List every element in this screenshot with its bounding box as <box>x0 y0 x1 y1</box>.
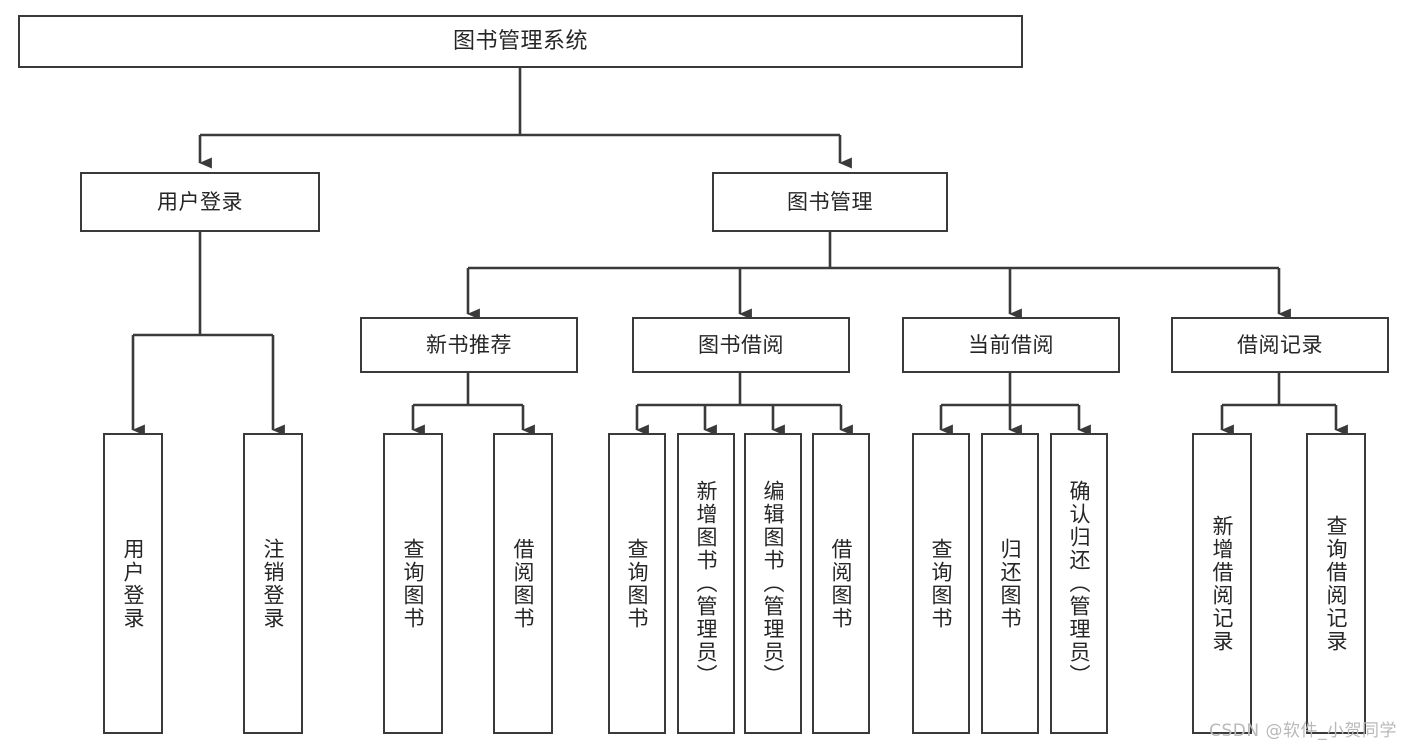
leaf-return-book-label: 归还图书 <box>998 537 1023 630</box>
node-current-borrow-label: 当前借阅 <box>968 332 1054 357</box>
csdn-watermark: CSDN @软件_小贺同学 <box>1209 721 1397 741</box>
leaf-query-book-3[interactable]: 查询图书 <box>912 433 970 734</box>
node-book-manage[interactable]: 图书管理 <box>712 172 948 232</box>
leaf-query-record-label: 查询借阅记录 <box>1324 514 1349 653</box>
node-user-login[interactable]: 用户登录 <box>80 172 320 232</box>
leaf-query-book-1[interactable]: 查询图书 <box>383 433 443 734</box>
leaf-borrow-book-2[interactable]: 借阅图书 <box>812 433 870 734</box>
leaf-add-record-label: 新增借阅记录 <box>1210 514 1235 653</box>
leaf-user-login[interactable]: 用户登录 <box>103 433 163 734</box>
leaf-borrow-book-2-label: 借阅图书 <box>829 537 854 630</box>
leaf-query-record[interactable]: 查询借阅记录 <box>1306 433 1366 734</box>
leaf-edit-book-label: 编辑图书（管理员） <box>761 480 786 687</box>
node-borrow-record[interactable]: 借阅记录 <box>1171 317 1389 373</box>
node-current-borrow[interactable]: 当前借阅 <box>902 317 1120 373</box>
node-user-login-label: 用户登录 <box>157 189 243 214</box>
leaf-confirm-return-label: 确认归还（管理员） <box>1067 480 1092 687</box>
leaf-borrow-book-1[interactable]: 借阅图书 <box>493 433 553 734</box>
leaf-borrow-book-1-label: 借阅图书 <box>511 537 536 630</box>
leaf-logout[interactable]: 注销登录 <box>243 433 303 734</box>
node-book-manage-label: 图书管理 <box>787 189 873 214</box>
node-new-book-recommend[interactable]: 新书推荐 <box>360 317 578 373</box>
node-root-label: 图书管理系统 <box>452 28 588 54</box>
leaf-add-book[interactable]: 新增图书（管理员） <box>677 433 735 734</box>
leaf-return-book[interactable]: 归还图书 <box>981 433 1039 734</box>
leaf-user-login-label: 用户登录 <box>121 537 146 630</box>
leaf-query-book-2[interactable]: 查询图书 <box>608 433 666 734</box>
leaf-add-record[interactable]: 新增借阅记录 <box>1192 433 1252 734</box>
leaf-query-book-3-label: 查询图书 <box>929 537 954 630</box>
leaf-confirm-return[interactable]: 确认归还（管理员） <box>1050 433 1108 734</box>
node-book-borrow[interactable]: 图书借阅 <box>632 317 850 373</box>
node-borrow-record-label: 借阅记录 <box>1237 332 1323 357</box>
leaf-edit-book[interactable]: 编辑图书（管理员） <box>744 433 802 734</box>
node-root[interactable]: 图书管理系统 <box>18 15 1023 68</box>
leaf-logout-label: 注销登录 <box>261 537 286 630</box>
node-new-book-recommend-label: 新书推荐 <box>426 332 512 357</box>
leaf-query-book-2-label: 查询图书 <box>625 537 650 630</box>
leaf-query-book-1-label: 查询图书 <box>401 537 426 630</box>
leaf-add-book-label: 新增图书（管理员） <box>694 480 719 687</box>
node-book-borrow-label: 图书借阅 <box>698 332 784 357</box>
